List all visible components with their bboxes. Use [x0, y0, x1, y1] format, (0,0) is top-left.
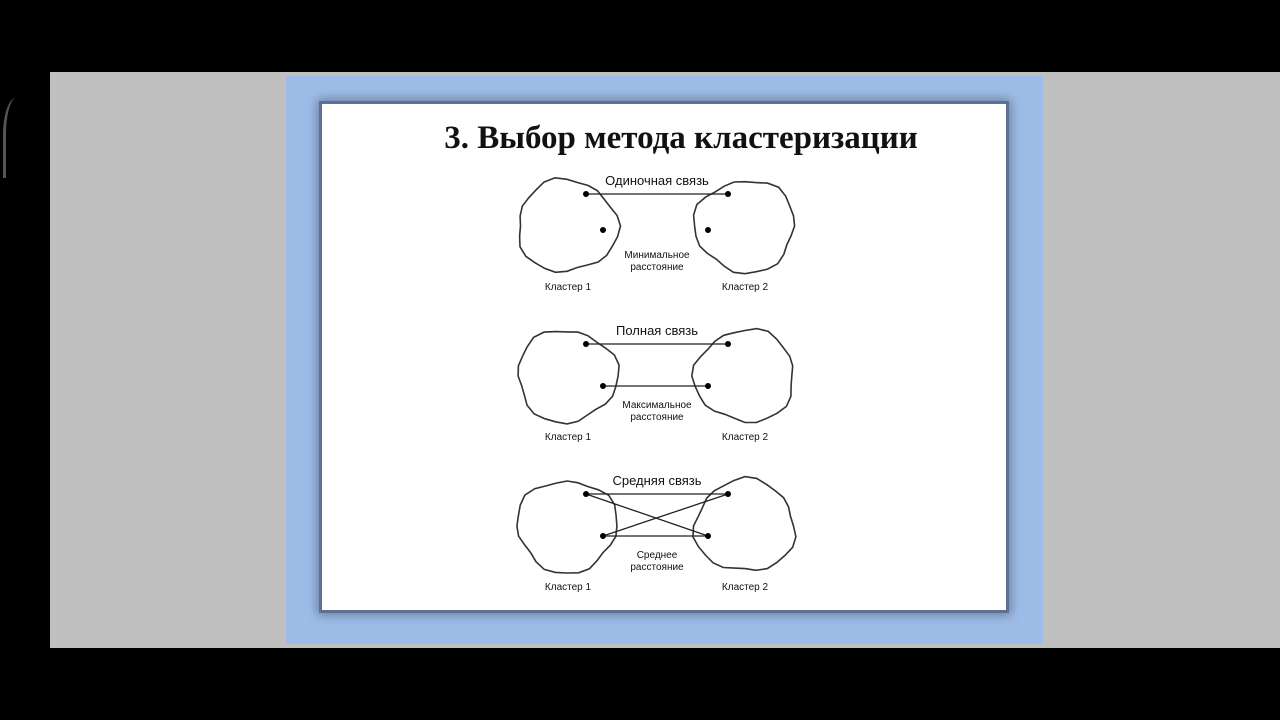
data-point: [583, 191, 589, 197]
cluster-1-outline: [517, 330, 620, 425]
linkage-line: [585, 493, 709, 537]
cluster-1-label: Кластер 1: [545, 582, 592, 593]
data-point: [725, 341, 731, 347]
cluster-1-outline: [518, 176, 622, 274]
distance-label: расстояние: [630, 262, 684, 273]
linkage-title: Полная связь: [616, 323, 698, 338]
distance-label: расстояние: [630, 412, 684, 423]
linkage-title: Средняя связь: [612, 473, 701, 488]
data-point: [705, 227, 711, 233]
linkage-title: Одиночная связь: [605, 173, 709, 188]
distance-label: Минимальное: [624, 250, 690, 261]
data-point: [600, 227, 606, 233]
cluster-2-outline: [692, 475, 797, 572]
data-point: [705, 383, 711, 389]
data-point: [705, 533, 711, 539]
cluster-2-label: Кластер 2: [722, 582, 769, 593]
data-point: [583, 491, 589, 497]
distance-label: Максимальное: [622, 400, 692, 411]
cluster-1-label: Кластер 1: [545, 282, 592, 293]
linkage-diagrams: Одиночная связьМинимальноерасстояниеКлас…: [516, 173, 797, 593]
cluster-2-outline: [690, 327, 794, 424]
edge-bracket-mark: [3, 98, 16, 178]
data-point: [725, 491, 731, 497]
data-point: [583, 341, 589, 347]
slide: 3. Выбор метода кластеризации Одиночная …: [322, 104, 1006, 610]
distance-label: Среднее: [637, 550, 678, 561]
cluster-2-outline: [692, 180, 796, 275]
slide-title: 3. Выбор метода кластеризации: [444, 120, 918, 156]
linkage-line: [602, 493, 729, 537]
cluster-2-label: Кластер 2: [722, 282, 769, 293]
data-point: [600, 383, 606, 389]
data-point: [600, 533, 606, 539]
cluster-2-label: Кластер 2: [722, 432, 769, 443]
cluster-1-outline: [516, 480, 618, 574]
data-point: [725, 191, 731, 197]
distance-label: расстояние: [630, 562, 684, 573]
cluster-1-label: Кластер 1: [545, 432, 592, 443]
